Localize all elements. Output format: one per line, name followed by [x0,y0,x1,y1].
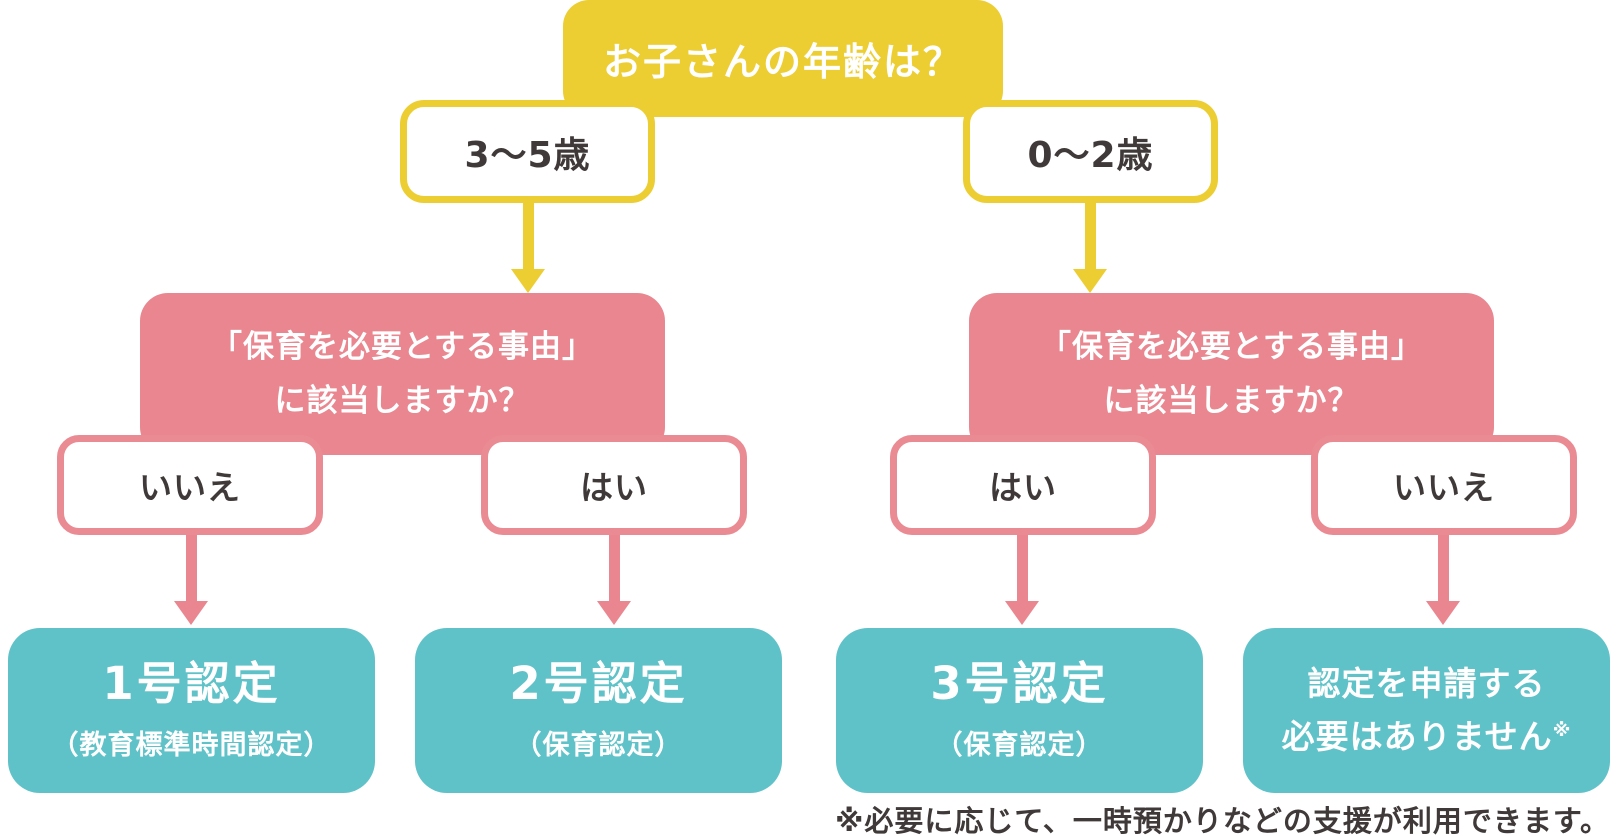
care-need-question-box-left: 「保育を必要とする事由」 に該当しますか？ [140,293,665,455]
age-branch-3-5-label: 3〜5歳 [464,134,591,176]
footnote-text: ※必要に応じて、一時預かりなどの支援が利用できます。 [835,804,1610,836]
result-certification-2-box: 2号認定 （保育認定） [415,628,782,793]
arrow-shaft [1437,535,1449,601]
care-need-question-line1: 「保育を必要とする事由」 [210,328,595,365]
answer-yes-label: はい [989,468,1057,507]
down-arrow-icon [1073,203,1107,293]
answer-no-box-right: いいえ [1311,435,1577,535]
result-1-title: 1号認定 [102,657,281,711]
answer-yes-box-left: はい [481,435,747,535]
age-branch-3-5-box: 3〜5歳 [400,100,655,203]
arrow-head [1005,601,1039,625]
answer-no-box-left: いいえ [57,435,323,535]
result-2-title: 2号認定 [509,657,688,711]
answer-no-label: いいえ [139,468,241,507]
age-branch-0-2-box: 0〜2歳 [963,100,1218,203]
result-certification-1-box: 1号認定 （教育標準時間認定） [8,628,375,793]
arrow-shaft [1084,203,1096,269]
care-need-question-line1: 「保育を必要とする事由」 [1039,328,1424,365]
result-4-line1: 認定を申請する [1307,663,1546,703]
down-arrow-icon [174,535,208,625]
answer-yes-label: はい [580,468,648,507]
arrow-shaft [1016,535,1028,601]
arrow-shaft [185,535,197,601]
result-1-subtitle: （教育標準時間認定） [51,729,332,761]
arrow-head [1073,269,1107,293]
answer-no-label: いいえ [1393,468,1495,507]
down-arrow-icon [1426,535,1460,625]
age-branch-0-2-label: 0〜2歳 [1027,134,1154,176]
arrow-head [174,601,208,625]
result-4-line2: 必要はありません※ [1281,716,1572,756]
arrow-head [1426,601,1460,625]
asterisk-note-icon: ※ [1552,719,1572,741]
down-arrow-icon [1005,535,1039,625]
result-2-subtitle: （保育認定） [514,729,683,761]
arrow-head [597,601,631,625]
care-need-question-line2: に該当しますか？ [274,383,531,419]
root-question-box: お子さんの年齢は？ [563,0,1003,117]
arrow-shaft [522,203,534,269]
result-3-subtitle: （保育認定） [935,729,1104,761]
answer-yes-box-right: はい [890,435,1156,535]
care-need-question-box-right: 「保育を必要とする事由」 に該当しますか？ [969,293,1494,455]
arrow-head [511,269,545,293]
result-no-application-box: 認定を申請する 必要はありません※ [1243,628,1610,793]
down-arrow-icon [511,203,545,293]
result-certification-3-box: 3号認定 （保育認定） [836,628,1203,793]
arrow-shaft [608,535,620,601]
root-question-label: お子さんの年齢は？ [602,40,963,84]
down-arrow-icon [597,535,631,625]
care-need-question-line2: に該当しますか？ [1103,383,1360,419]
result-3-title: 3号認定 [930,657,1109,711]
